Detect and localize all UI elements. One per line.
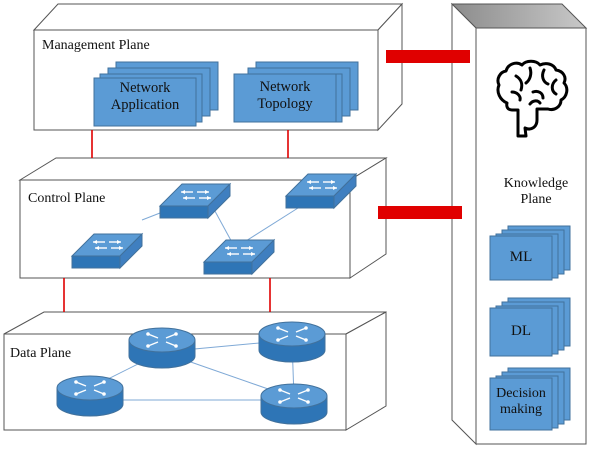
- router-icon-router-bottom-right: [260, 383, 328, 425]
- control-plane-label: Control Plane: [28, 191, 106, 206]
- router-icon-router-top-right: [258, 321, 326, 363]
- network-switch-icon-switch-bottom-left: [70, 232, 144, 270]
- network-application-label: Network Application: [110, 80, 180, 113]
- knowledge-stack-ml: [489, 225, 571, 281]
- ml-label: ML: [509, 249, 533, 265]
- decision-making-label: Decision making: [496, 386, 546, 418]
- network-topology-label: Network Topology: [257, 79, 313, 112]
- control-knowledge-connector: [378, 206, 462, 219]
- management-plane-label: Management Plane: [42, 38, 150, 53]
- switch-layer: [70, 172, 358, 276]
- knowledge-plane-label: Knowledge Plane: [503, 176, 569, 208]
- app-stack-network-topology: [233, 61, 359, 123]
- brain-icon: [496, 59, 569, 138]
- knowledge-stack-decision-making: [489, 367, 571, 431]
- router-icon-router-top-left: [128, 327, 196, 369]
- network-switch-icon-switch-top-right: [284, 172, 358, 210]
- app-stack-network-application: [93, 61, 219, 127]
- network-switch-icon-switch-bottom-center: [202, 238, 276, 276]
- data-plane-box: [3, 311, 387, 431]
- data-plane-label: Data Plane: [10, 346, 72, 361]
- network-switch-icon-switch-top-center: [158, 182, 232, 220]
- router-icon-router-bottom-left: [56, 375, 124, 417]
- router-layer: [56, 321, 328, 425]
- knowledge-stack-dl: [489, 297, 571, 357]
- mgmt-knowledge-connector: [386, 50, 470, 63]
- dl-label: DL: [511, 323, 531, 339]
